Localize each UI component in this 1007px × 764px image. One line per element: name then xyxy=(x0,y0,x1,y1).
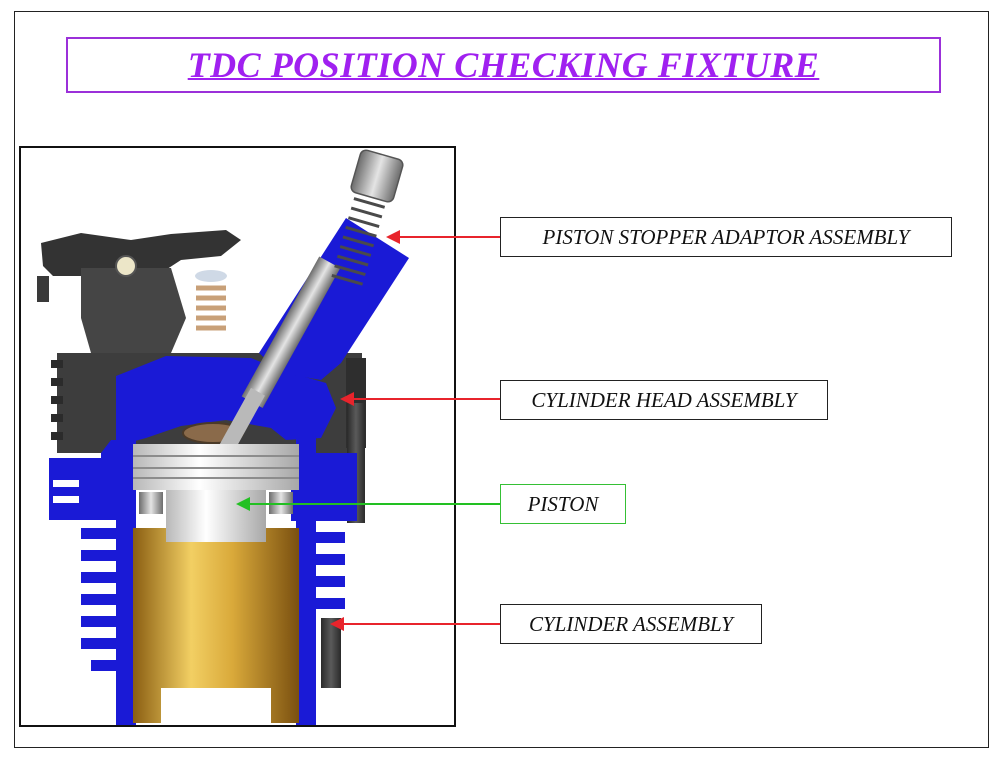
engine-cutaway-illustration xyxy=(37,149,409,725)
piston-leader xyxy=(236,497,500,511)
piston-stopper-leader xyxy=(386,230,500,244)
label-cylinder-head-assembly: CYLINDER HEAD ASSEMBLY xyxy=(500,380,828,420)
page-frame xyxy=(14,11,989,748)
cylinder-head-leader xyxy=(340,392,500,406)
cylinder-liner xyxy=(133,528,299,723)
label-text: PISTON STOPPER ADAPTOR ASSEMBLY xyxy=(542,224,910,249)
label-piston-stopper-adaptor: PISTON STOPPER ADAPTOR ASSEMBLY xyxy=(500,217,952,257)
title-box: TDC POSITION CHECKING FIXTURE xyxy=(66,37,941,93)
cylinder-stud xyxy=(321,618,341,688)
label-text: CYLINDER ASSEMBLY xyxy=(529,611,733,636)
valve-spring xyxy=(195,270,227,331)
cylinder-block xyxy=(49,438,357,725)
label-text: PISTON xyxy=(527,491,599,516)
rocker-arm xyxy=(37,230,241,353)
engine-cutaway-diagram xyxy=(19,146,456,727)
label-cylinder-assembly: CYLINDER ASSEMBLY xyxy=(500,604,762,644)
label-text: CYLINDER HEAD ASSEMBLY xyxy=(531,387,797,412)
page-title: TDC POSITION CHECKING FIXTURE xyxy=(187,45,820,85)
label-piston: PISTON xyxy=(500,484,626,524)
cylinder-leader xyxy=(330,617,500,631)
